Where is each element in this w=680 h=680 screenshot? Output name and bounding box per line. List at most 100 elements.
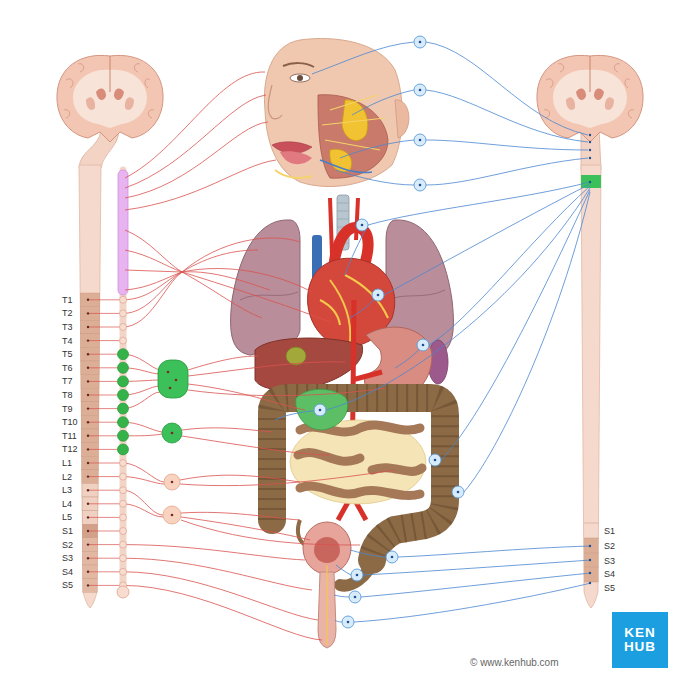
ganglion-dot: [419, 89, 422, 92]
spinal-nucleus-dot: [87, 312, 89, 314]
parasympathetic-fiber: [340, 140, 414, 158]
segment-label: S1: [62, 526, 73, 536]
parasympathetic-ganglion: [417, 339, 429, 351]
segment-label: S2: [604, 541, 615, 551]
celiac-ganglion: [158, 360, 188, 398]
sympathetic-fiber: [123, 463, 164, 482]
segment-label: T8: [62, 390, 73, 400]
brainstem-nuclei-band: [581, 175, 601, 188]
parasympathetic-fiber: [312, 42, 414, 74]
spinal-nucleus-dot: [87, 503, 89, 505]
spinal-nucleus-dot: [87, 353, 89, 355]
liver: [255, 338, 363, 390]
spinal-nucleus-dot: [87, 584, 89, 586]
segment-label: S4: [62, 567, 73, 577]
spinal-root: [89, 558, 123, 559]
nucleus-dot: [589, 572, 591, 574]
sympathetic-fiber: [123, 545, 305, 560]
nerve-pathways: [118, 296, 129, 589]
parasympathetic-fiber: [345, 225, 368, 275]
parasympathetic-fiber: [363, 560, 591, 575]
spinal-nucleus-dot: [87, 571, 89, 573]
sympathetic-fiber: [182, 272, 270, 290]
parasympathetic-ganglion: [414, 179, 426, 191]
sympathetic-fiber: [125, 270, 182, 272]
nucleus-dot: [589, 545, 591, 547]
parasympathetic-ganglion: [372, 289, 384, 301]
copyright-note: © www.kenhub.com: [470, 657, 559, 668]
sympathetic-fiber: [123, 272, 182, 327]
sympathetic-ganglion: [120, 473, 127, 480]
sympathetic-fiber: [182, 269, 312, 292]
ganglion-dot: [361, 224, 364, 227]
spinal-nucleus-dot: [87, 339, 89, 341]
parasympathetic-ganglion: [342, 616, 354, 628]
sympathetic-ganglion: [120, 337, 127, 344]
segment-label: T1: [62, 295, 73, 305]
left-spinal-cord: [79, 165, 101, 608]
nerve-pathways: [80, 293, 100, 592]
face-illustration: [264, 39, 402, 187]
face-illustration: [268, 85, 282, 119]
ganglion-dot: [354, 596, 357, 599]
nerve-pathways: [80, 36, 591, 640]
segment-label: S3: [604, 556, 615, 566]
sympathetic-fiber: [180, 470, 395, 486]
sympathetic-fiber: [188, 384, 305, 410]
sympathetic-fiber: [188, 388, 385, 396]
sympathetic-fiber: [188, 356, 258, 370]
spinal-nucleus-dot: [87, 475, 89, 477]
segment-label: S5: [62, 580, 73, 590]
segment-label: T9: [62, 404, 73, 414]
ganglion-dot: [457, 491, 460, 494]
nucleus-dot: [589, 181, 591, 183]
sympathetic-ganglion: [118, 417, 129, 428]
spinal-root: [89, 503, 123, 504]
nucleus-dot: [589, 582, 591, 584]
sympathetic-fiber: [123, 477, 164, 484]
parasympathetic-fiber: [334, 595, 349, 597]
nucleus-dot: [589, 149, 591, 151]
face-illustration: [280, 151, 312, 164]
face-illustration: [318, 95, 388, 179]
right-spinal-cord: [581, 165, 601, 608]
parasympathetic-ganglion: [351, 569, 363, 581]
segment-label: L3: [62, 485, 72, 495]
spinal-root: [89, 585, 123, 586]
face-illustration: [275, 170, 312, 178]
sympathetic-ganglion: [118, 444, 129, 455]
spinal-nucleus-dot: [87, 543, 89, 545]
left-brain: [57, 55, 163, 168]
large-intestine: [272, 398, 445, 560]
segment-label: S1: [604, 526, 615, 536]
left-brain: [86, 97, 134, 110]
parasympathetic-fiber: [464, 192, 590, 492]
parasympathetic-fiber: [441, 190, 590, 460]
ganglion-dot: [419, 184, 422, 187]
nerve-pathways: [314, 36, 464, 628]
right-brain: [544, 64, 634, 118]
sympathetic-fiber: [123, 272, 182, 313]
parasympathetic-ganglion: [349, 591, 361, 603]
parasympathetic-fiber: [336, 565, 351, 575]
sympathetic-fiber: [125, 230, 182, 272]
nucleus-dot: [589, 134, 591, 136]
parasympathetic-ganglion: [414, 134, 426, 146]
sympathetic-ganglion: [120, 500, 127, 507]
ganglion-dot: [171, 514, 174, 517]
sympathetic-ganglion: [120, 555, 127, 562]
face-illustration: [395, 100, 409, 138]
spinal-nucleus-dot: [87, 530, 89, 532]
right-brain: [566, 97, 614, 110]
mesentery: [290, 420, 426, 504]
parasympathetic-ganglion: [429, 454, 441, 466]
ganglion-dot: [422, 344, 425, 347]
ganglion-dot: [419, 41, 422, 44]
spinal-nucleus-dot: [87, 326, 89, 328]
spinal-root: [89, 490, 123, 491]
